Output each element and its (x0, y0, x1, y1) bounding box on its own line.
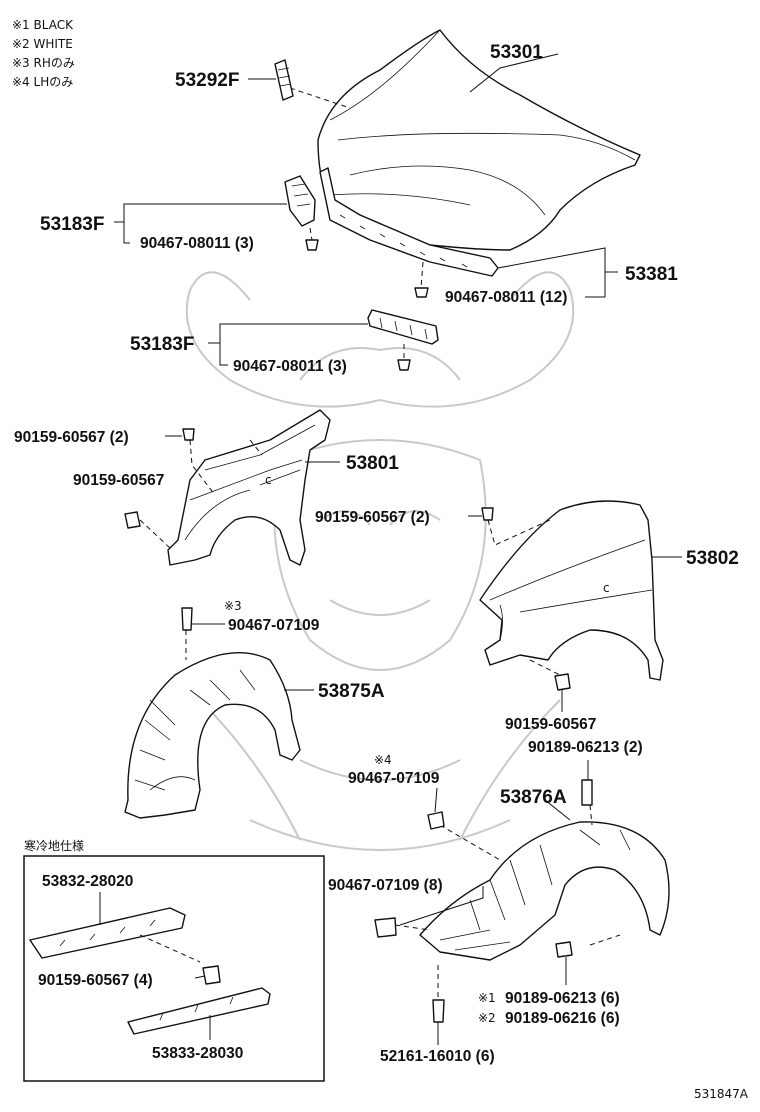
label-fender-lh: 53801 (346, 453, 399, 474)
label-bolt-d: 90159-60567 (505, 716, 596, 733)
bolt-fender-left-top (182, 428, 195, 441)
label-clip-c: 90467-08011 (3) (233, 358, 347, 375)
cold-part-b-shape (127, 987, 271, 1035)
label-support-seal-upper: 53183F (40, 214, 104, 235)
hood-seal-shape (319, 167, 499, 298)
liner-rh-shape (124, 652, 301, 819)
clip-liner-rh (181, 607, 193, 631)
label-screw-b: 90189-06213 (6) (505, 990, 620, 1007)
label-clip-g: 52161-16010 (6) (380, 1048, 495, 1065)
hood-cushion-shape (274, 59, 294, 101)
note-2: ※2 WHITE (12, 37, 73, 51)
liner-lh-shape (419, 821, 670, 961)
clip-liner-lh-top (427, 811, 445, 830)
label-screw-a: 90189-06213 (2) (528, 739, 643, 756)
part-labels: 53301 53292F 53183F 90467-08011 (3) 5338… (14, 42, 739, 1065)
label-screw-c: 90189-06216 (6) (505, 1010, 620, 1027)
cold-area-labels: 寒冷地仕様 53832-28020 90159-60567 (4) 53833-… (24, 838, 243, 1062)
label-hood-seal: 53381 (625, 264, 678, 285)
leader-lines (99, 53, 682, 1045)
clip-liner-lh-bottom (432, 999, 445, 1023)
label-cold-bolt: 90159-60567 (4) (38, 972, 153, 989)
label-clip-d: 90467-07109 (228, 617, 320, 634)
cold-bolt-shape (202, 965, 221, 985)
label-liner-rh: 53875A (318, 681, 385, 702)
label-clip-f: 90467-07109 (8) (328, 877, 443, 894)
legend-notes: ※1 BLACK ※2 WHITE ※3 RHのみ ※4 LHのみ (12, 18, 75, 89)
label-hood: 53301 (490, 42, 543, 63)
screw-liner-lh-bottom (555, 941, 573, 958)
bolt-fender-right-top (481, 507, 494, 521)
label-bolt-c: 90159-60567 (2) (315, 509, 430, 526)
label-support-seal-lower: 53183F (130, 334, 194, 355)
label-bolt-b: 90159-60567 (73, 472, 164, 489)
fender-right-shape: c (479, 500, 664, 681)
label-liner-lh: 53876A (500, 787, 567, 808)
cold-area-box (23, 855, 325, 1082)
hood-shape (317, 29, 641, 251)
label-bolt-a: 90159-60567 (2) (14, 429, 129, 446)
label-clip-d-mark: ※3 (224, 599, 242, 613)
label-screw-b-mark: ※1 (478, 991, 496, 1005)
label-clip-e: 90467-07109 (348, 770, 440, 787)
label-screw-c-mark: ※2 (478, 1011, 496, 1025)
label-hood-cushion: 53292F (175, 70, 239, 91)
support-seal-lower-shape (367, 309, 439, 371)
label-clip-b: 90467-08011 (12) (445, 289, 567, 306)
note-3: ※3 RHのみ (12, 56, 75, 70)
label-clip-e-mark: ※4 (374, 753, 392, 767)
support-seal-upper-shape (284, 175, 319, 251)
bolt-fender-left-side (124, 511, 141, 529)
cold-part-a-shape (29, 907, 186, 959)
label-fender-rh: 53802 (686, 548, 739, 569)
label-cold-part-a: 53832-28020 (42, 873, 133, 890)
svg-text:c: c (603, 581, 610, 595)
figure-code: 531847A (694, 1087, 749, 1101)
bolt-fender-right-bottom (554, 673, 571, 691)
label-clip-a: 90467-08011 (3) (140, 235, 254, 252)
svg-text:c: c (265, 473, 272, 487)
note-1: ※1 BLACK (12, 18, 74, 32)
screw-liner-lh-top (581, 779, 593, 806)
label-cold-part-b: 53833-28030 (152, 1045, 243, 1062)
watermark-emblem (185, 271, 575, 851)
fender-left-shape: c (167, 409, 331, 566)
note-4: ※4 LHのみ (12, 75, 73, 89)
clip-liner-lh-side (374, 917, 397, 938)
cold-area-title: 寒冷地仕様 (24, 838, 84, 853)
